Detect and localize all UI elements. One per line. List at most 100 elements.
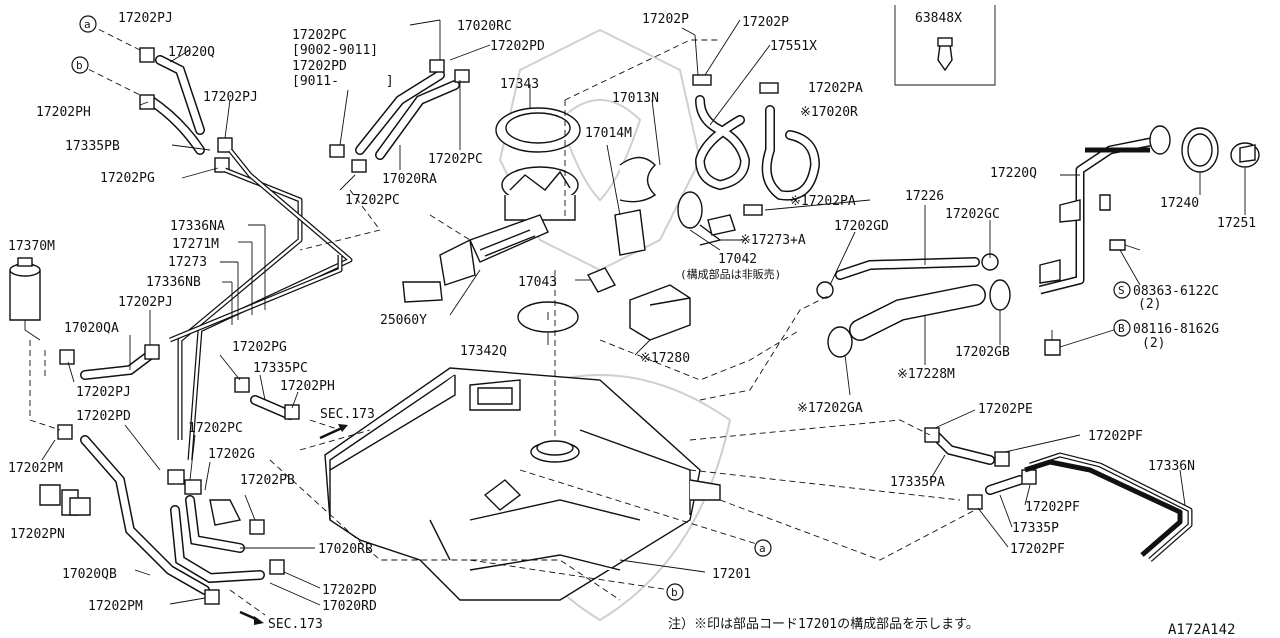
label-not-sold: (構成部品は非販売) (680, 267, 781, 281)
label-17020QB: 17020QB (62, 567, 117, 582)
label-17271M: 17271M (172, 237, 219, 252)
leader-lines (41, 19, 1246, 606)
label-17202GD: 17202GD (834, 219, 889, 234)
label-17335P: 17335P (1012, 521, 1059, 536)
label-17336NA: 17336NA (170, 219, 225, 234)
clip-17202PC-c[interactable] (351, 159, 367, 173)
bolt-08116[interactable] (1044, 330, 1061, 356)
clip-17202PA-b[interactable] (743, 204, 763, 216)
label-17202GC: 17202GC (945, 207, 1000, 222)
part-17042[interactable] (677, 191, 736, 246)
clip-17202PG-a[interactable] (214, 157, 230, 173)
svg-text:B: B (1118, 322, 1125, 335)
label-17202PD-a: 17202PD (292, 59, 347, 74)
canister-17370M[interactable] (9, 257, 41, 341)
clip-17202PD-d[interactable] (269, 559, 285, 575)
label-17020RD: 17020RD (322, 599, 377, 614)
label-17202G: 17202G (208, 447, 255, 462)
clip-17202PD-a[interactable] (429, 59, 445, 73)
clip-17202PB[interactable] (249, 519, 265, 535)
label-17020RC: 17020RC (457, 19, 512, 34)
part-17280[interactable] (629, 284, 691, 341)
footnote: 注）※印は部品コード17201の構成部品を示します。 (668, 617, 979, 632)
bolt-08363[interactable] (1109, 239, 1141, 251)
svg-text:a: a (759, 542, 766, 555)
label-17370M: 17370M (8, 239, 55, 254)
label-17020QA: 17020QA (64, 321, 119, 336)
label-17202PF-a: 17202PF (1088, 429, 1143, 444)
label-08363-qty: (2) (1138, 297, 1161, 312)
marker-B: B (1113, 319, 1131, 337)
bracket-17202G[interactable] (209, 499, 242, 526)
clip-17202PD-b[interactable] (454, 69, 470, 83)
label-17202PD-c: 17202PD (76, 409, 131, 424)
label-17202PD-d: 17202PD (322, 583, 377, 598)
label-17202PJ-a: 17202PJ (118, 11, 173, 26)
label-17202PJ-c: 17202PJ (118, 295, 173, 310)
clip-17202PH-b[interactable] (284, 404, 300, 420)
clip-17202PF-c[interactable] (967, 494, 983, 510)
clip-17202PA-a[interactable] (759, 82, 779, 94)
label-17202PC-b: 17202PC (428, 152, 483, 167)
label-17273: 17273 (168, 255, 207, 270)
clamp-17202GB[interactable] (989, 279, 1011, 311)
fuel-tank-17201[interactable] (324, 367, 721, 601)
label-17280: ※17280 (640, 351, 690, 366)
fuel-tubes-17336NA-17336NB[interactable] (169, 148, 353, 461)
svg-text:S: S (1118, 284, 1125, 297)
label-17202GA: ※17202GA (797, 401, 863, 416)
fuel-cap-17251[interactable] (1230, 142, 1260, 168)
clip-17202PM-b[interactable] (204, 589, 220, 605)
label-08363: 08363-6122C (1133, 284, 1219, 299)
clip-17202PJ-a[interactable] (139, 47, 155, 63)
label-08116-qty: (2) (1142, 336, 1165, 351)
label-17202PF-c: 17202PF (1010, 542, 1065, 557)
clip-17202PF-b[interactable] (1021, 469, 1037, 485)
label-sec173-a: SEC.173 (320, 407, 375, 422)
label-17343: 17343 (500, 77, 539, 92)
clip-17202G[interactable] (184, 479, 202, 495)
label-17043: 17043 (518, 275, 557, 290)
label-17202GB: 17202GB (955, 345, 1010, 360)
part-17043[interactable] (586, 267, 617, 293)
marker-a-bottom: a (754, 539, 772, 557)
clip-17202PJ-d[interactable] (59, 349, 75, 365)
label-17335PC: 17335PC (253, 361, 308, 376)
clip-17202PE[interactable] (924, 427, 940, 443)
clip-17202PC-a[interactable] (329, 144, 345, 158)
fuel-pump-assembly[interactable] (402, 107, 581, 303)
label-17202PB: 17202PB (240, 473, 295, 488)
arrow-sec173-b (239, 610, 264, 625)
clip-17202PC-d[interactable] (167, 469, 185, 485)
label-17202PC-a: 17202PC (292, 28, 347, 43)
label-17342Q: 17342Q (460, 344, 507, 359)
label-17202PH-a: 17202PH (36, 105, 91, 120)
clip-17202PJ-c[interactable] (144, 344, 160, 360)
clip-17202PG-b[interactable] (234, 377, 250, 393)
label-17202PJ-d: 17202PJ (76, 385, 131, 400)
tube-17336N[interactable] (1024, 452, 1193, 562)
part-labels: 17202PJ 17020Q 17202PH 17202PJ 17335PB 1… (8, 11, 1256, 638)
label-sec173-b: SEC.173 (268, 617, 323, 632)
label-17202PA-b: ※17202PA (790, 194, 856, 209)
marker-a-top: a (79, 15, 97, 33)
label-17273A: ※17273+A (740, 233, 806, 248)
label-17240: 17240 (1160, 196, 1199, 211)
part-17014M-17013N[interactable] (614, 156, 657, 256)
clip-17202PF-a[interactable] (994, 451, 1010, 467)
label-17336N: 17336N (1148, 459, 1195, 474)
label-17202PF-b: 17202PF (1025, 500, 1080, 515)
clamp-17202GA[interactable] (827, 326, 853, 358)
label-17042: 17042 (718, 252, 757, 267)
part-63848X-box[interactable] (894, 5, 996, 86)
label-17202P-b: 17202P (742, 15, 789, 30)
label-17202PC-d: 17202PC (188, 421, 243, 436)
clip-17202PD-c[interactable] (57, 424, 73, 440)
marker-b-bottom: b (666, 583, 684, 601)
label-17202PN: 17202PN (10, 527, 65, 542)
clip-17202PJ-b[interactable] (217, 137, 233, 153)
clip-17202PN[interactable] (39, 484, 91, 516)
filler-neck-17220Q[interactable] (1038, 125, 1171, 295)
clip-17202P-b[interactable] (692, 74, 712, 86)
